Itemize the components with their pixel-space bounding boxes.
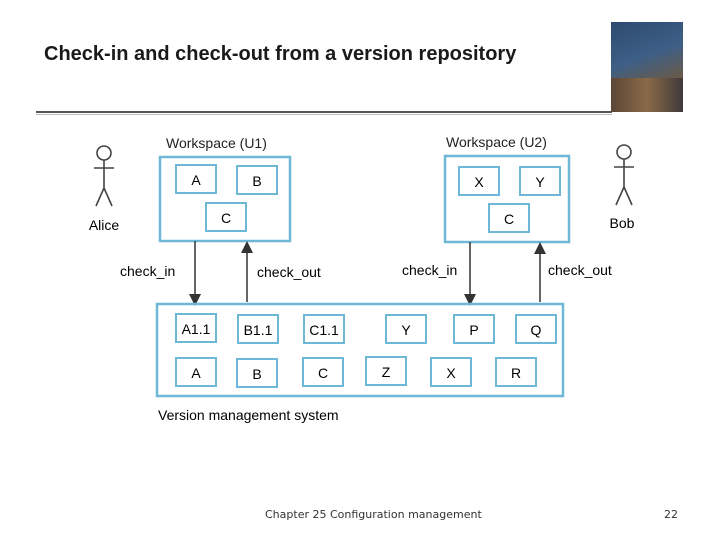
workspace-u2-label: Workspace (U2): [446, 134, 547, 150]
footer-chapter: Chapter 25 Configuration management: [265, 508, 482, 521]
title-divider-shadow: [36, 114, 612, 115]
bob-label: Bob: [610, 215, 635, 231]
repo-version-label: A1.1: [182, 321, 211, 337]
repo-version-box: [515, 314, 557, 344]
book-cover-image: [611, 22, 683, 112]
u2-file-label: Y: [535, 174, 545, 190]
u1-file-box: [175, 164, 217, 194]
title-divider: [36, 111, 612, 113]
repo-version-label: Y: [401, 322, 411, 338]
u2-file-box: [519, 166, 561, 196]
check-out-label-u1: check_out: [257, 264, 321, 280]
u1-file-label: A: [191, 172, 201, 188]
alice-label: Alice: [89, 217, 120, 233]
repo-version-label: Z: [382, 364, 391, 380]
repo-version-box: [175, 313, 217, 343]
repo-version-label: B1.1: [244, 322, 273, 338]
u1-file-label: B: [252, 173, 261, 189]
alice-figure: [94, 145, 114, 207]
u2-file-label: C: [504, 211, 514, 227]
repo-version-box: [236, 358, 278, 388]
repo-version-box: [175, 357, 217, 387]
u1-file-label: C: [221, 210, 231, 226]
repo-version-box: [453, 314, 495, 344]
bob-figure: [614, 144, 634, 206]
u1-file-box: [236, 165, 278, 195]
workspace-u2-box: [443, 154, 571, 244]
repo-version-box: [302, 357, 344, 387]
u2-file-box: [458, 166, 500, 196]
page-number: 22: [664, 508, 678, 521]
slide-title: Check-in and check-out from a version re…: [44, 43, 517, 65]
repo-version-box: [385, 314, 427, 344]
repo-version-box: [237, 314, 279, 344]
workspace-u1-label: Workspace (U1): [166, 135, 267, 151]
repository-label: Version management system: [158, 407, 339, 423]
repo-version-label: C: [318, 365, 328, 381]
check-in-label-u1: check_in: [120, 263, 175, 279]
repo-version-box: [365, 356, 407, 386]
repo-version-label: X: [446, 365, 456, 381]
repo-version-label: B: [252, 366, 261, 382]
repo-version-label: R: [511, 365, 521, 381]
workspace-u1-box: [158, 155, 292, 243]
repo-version-box: [430, 357, 472, 387]
u1-file-box: [205, 202, 247, 232]
repo-version-box: [303, 314, 345, 344]
book-cover-band: [611, 78, 683, 112]
repository-box: [155, 302, 565, 398]
repo-version-label: P: [469, 322, 478, 338]
u2-file-label: X: [474, 174, 484, 190]
repo-version-label: Q: [531, 322, 542, 338]
repo-version-box: [495, 357, 537, 387]
check-in-label-u2: check_in: [402, 262, 457, 278]
u2-file-box: [488, 203, 530, 233]
repo-version-label: C1.1: [309, 322, 339, 338]
repo-version-label: A: [191, 365, 201, 381]
check-out-label-u2: check_out: [548, 262, 612, 278]
